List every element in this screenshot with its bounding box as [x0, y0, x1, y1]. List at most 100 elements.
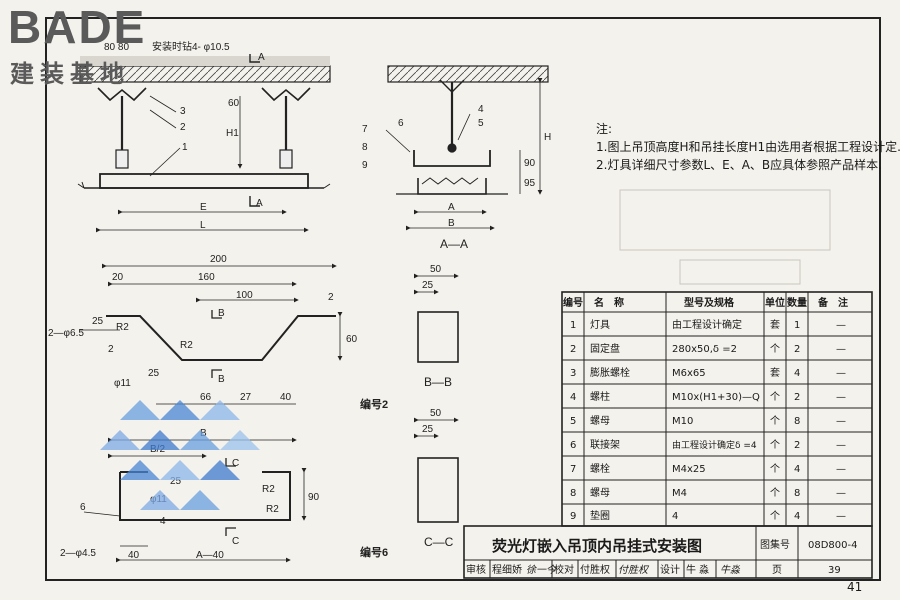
section-cc — [414, 417, 459, 523]
cell-no: 8 — [570, 488, 576, 499]
cell-name: 膨胀螺栓 — [590, 366, 630, 379]
drawing-frame — [45, 17, 881, 581]
cell-qty: 2 — [794, 344, 800, 355]
p2-r2b: R2 — [180, 340, 193, 351]
p2-d66: 66 — [200, 392, 212, 403]
section-bb-title: B—B — [424, 375, 452, 389]
dim-top: 80 80 — [104, 42, 129, 53]
section-mark-a-top: A — [258, 52, 265, 63]
cell-spec: 由工程设计确定 — [672, 318, 742, 331]
checker-name: 付胜权 — [580, 563, 610, 576]
aa-callout-5: 5 — [478, 118, 484, 129]
cell-no: 7 — [570, 464, 576, 475]
part2-labels: 200 20 160 100 2 60 25 R2 R2 2—φ6.5 2 φ1… — [48, 254, 388, 411]
cell-note: — — [836, 344, 846, 355]
cell-qty: 4 — [794, 511, 800, 522]
cell-spec: 4 — [672, 511, 678, 522]
atlas-label: 图集号 — [760, 538, 790, 551]
cell-no: 6 — [570, 440, 576, 451]
callout-1: 1 — [182, 142, 188, 153]
cell-qty: 4 — [794, 368, 800, 379]
top-note: 安装时钻4- φ10.5 — [152, 40, 230, 53]
notes-line-2: 2.灯具详细尺寸参数L、E、A、B应具体参照产品样本. — [596, 158, 882, 172]
section-aa — [385, 65, 549, 231]
p2-r2a: R2 — [116, 322, 129, 333]
cell-qty: 8 — [794, 488, 800, 499]
title-block-text: 荧光灯嵌入吊顶内吊挂式安装图 图集号 08D800-4 审核 程细娇 徐一今 校… — [466, 537, 857, 576]
checker-signature: 付胜权 — [618, 564, 650, 576]
p6-r2a: R2 — [262, 484, 275, 495]
table-row: 3 膨胀螺栓 M6x65 套 4 — — [570, 366, 846, 379]
designer-name: 牛 淼 — [686, 563, 709, 576]
page-label: 页 — [772, 564, 782, 576]
aa-dim-b: B — [448, 218, 455, 229]
cell-no: 2 — [570, 344, 576, 355]
bb-d25: 25 — [422, 280, 434, 291]
part2-drawing — [80, 263, 343, 405]
cell-spec: 由工程设计确定δ =4 — [672, 439, 757, 451]
drawing-title: 荧光灯嵌入吊顶内吊挂式安装图 — [492, 537, 702, 555]
check-label: 校对 — [554, 563, 574, 576]
aa-dim-a: A — [448, 202, 455, 213]
th-name: 名 称 — [594, 296, 624, 309]
section-bb — [414, 273, 459, 363]
cell-note: — — [836, 368, 846, 379]
p6-d90: 90 — [308, 492, 320, 503]
cell-spec: M6x65 — [672, 368, 706, 379]
cell-unit: 套 — [770, 318, 780, 331]
cell-spec: M4 — [672, 488, 687, 499]
aa-callout-6: 6 — [398, 118, 404, 129]
page-number: 41 — [847, 580, 863, 594]
p2-d160: 160 — [198, 272, 215, 283]
title-block — [463, 525, 873, 579]
cell-name: 螺母 — [590, 415, 610, 427]
cell-spec: M4x25 — [672, 464, 706, 475]
cell-no: 4 — [570, 392, 576, 403]
cell-name: 灯具 — [590, 319, 610, 331]
p6-hole: 2—φ4.5 — [60, 548, 96, 559]
section-cc-title: C—C — [424, 535, 454, 549]
page-value: 39 — [828, 565, 841, 576]
p2-sec-b-bottom: B — [218, 374, 225, 385]
cell-note: — — [836, 511, 846, 522]
table-row: 8 螺母 M4 个 8 — — [570, 487, 846, 499]
section-bb-labels: 50 25 B—B — [422, 264, 452, 389]
th-spec: 型号及规格 — [684, 296, 735, 309]
cell-note: — — [836, 464, 846, 475]
aa-dim-h: H — [544, 132, 551, 143]
th-no: 编号 — [563, 296, 583, 309]
cell-unit: 个 — [770, 343, 780, 355]
p6-callout: 6 — [80, 502, 86, 513]
section-mark-a-bottom: A — [256, 198, 263, 209]
cell-name: 螺柱 — [590, 390, 610, 403]
main-view — [77, 54, 331, 233]
logo-subtitle: 建装基地 — [10, 60, 130, 88]
aa-dim-90: 90 — [524, 158, 536, 169]
cell-unit: 个 — [770, 415, 780, 427]
aa-callout-4: 4 — [478, 104, 484, 115]
cell-spec: M10x(H1+30)—Q — [672, 392, 760, 403]
cell-no: 5 — [570, 416, 576, 427]
p2-d25b: 25 — [148, 368, 160, 379]
cell-qty: 8 — [794, 416, 800, 427]
p2-sec-b-top: B — [218, 308, 225, 319]
cell-unit: 个 — [770, 439, 780, 451]
dim-l: L — [200, 220, 206, 231]
p6-sec-c-bottom: C — [232, 536, 239, 547]
callout-2: 2 — [180, 122, 186, 133]
parts-table-text: 编号 名 称 型号及规格 单位 数量 备 注 1 灯具 由工程设计确定 套 1 … — [563, 296, 848, 522]
part6-label: 编号6 — [360, 545, 388, 559]
table-row: 1 灯具 由工程设计确定 套 1 — — [570, 318, 846, 331]
design-label: 设计 — [660, 563, 680, 576]
cell-no: 9 — [570, 511, 576, 522]
dim-60: 60 — [228, 98, 240, 109]
cell-no: 3 — [570, 368, 576, 379]
p6-d4: 4 — [160, 516, 166, 527]
aa-callout-9: 9 — [362, 160, 368, 171]
cell-name: 螺栓 — [590, 462, 610, 475]
designer-signature: 牛淼 — [720, 564, 741, 576]
notes-block: 注: 1.图上吊顶高度H和吊挂长度H1由选用者根据工程设计定. 2.灯具详细尺寸… — [596, 120, 900, 174]
table-row: 2 固定盘 280x50,δ =2 个 2 — — [570, 342, 846, 355]
p2-d27: 27 — [240, 392, 252, 403]
